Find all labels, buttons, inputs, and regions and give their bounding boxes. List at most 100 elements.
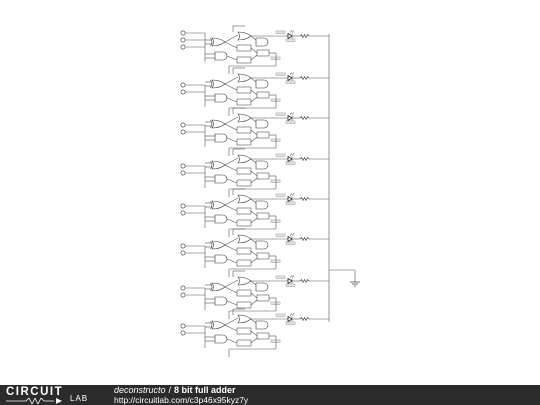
carry-block	[236, 259, 252, 267]
led	[287, 155, 293, 163]
input-pin	[180, 292, 186, 298]
wire	[250, 136, 258, 143]
carry-block	[236, 56, 252, 64]
logo-circuit-text: CIRCUIT	[6, 386, 64, 398]
wire	[250, 198, 257, 204]
resistor	[299, 316, 310, 322]
xor-gate	[211, 320, 226, 330]
wire	[250, 280, 257, 286]
carry-block	[236, 219, 252, 227]
led-rays	[289, 313, 295, 316]
sum-block	[236, 86, 252, 94]
wire	[226, 55, 238, 61]
logo-zigzag-icon	[6, 398, 62, 404]
carry-block	[236, 98, 252, 106]
xor-gate	[211, 37, 226, 47]
and-gate	[214, 51, 228, 61]
and-gate	[214, 93, 228, 103]
and-gate	[214, 296, 228, 306]
input-pin	[180, 243, 186, 249]
led	[287, 315, 293, 323]
led	[287, 32, 293, 40]
wire	[226, 338, 238, 344]
wire	[250, 77, 257, 83]
input-pin	[180, 250, 186, 256]
led-rays	[289, 72, 295, 75]
wire	[250, 257, 258, 264]
wire	[226, 218, 238, 224]
wire	[224, 116, 239, 125]
wire	[250, 117, 257, 123]
wire	[250, 292, 258, 299]
or-gate	[237, 314, 252, 324]
cout-block	[256, 212, 270, 220]
author-link[interactable]: deconstructo	[114, 385, 166, 395]
sum-block	[236, 327, 252, 335]
led-rays	[289, 275, 295, 278]
wire	[226, 178, 238, 184]
wire	[250, 170, 258, 177]
and-gate	[255, 282, 269, 292]
circuitlab-logo[interactable]: CIRCUIT LAB	[6, 385, 106, 405]
wire	[224, 123, 238, 131]
wire	[224, 164, 238, 172]
led-rays	[289, 193, 295, 196]
wire	[250, 89, 258, 96]
wire	[226, 300, 238, 306]
resistor	[299, 75, 310, 81]
wire	[226, 258, 238, 264]
circuit-url[interactable]: http://circuitlab.com/c3p46x95kyz7y	[114, 395, 249, 405]
and-gate	[214, 133, 228, 143]
and-gate	[255, 160, 269, 170]
xor-gate-arc	[210, 160, 213, 170]
input-pin	[180, 44, 186, 50]
xor-gate-arc	[210, 282, 213, 292]
wire	[250, 47, 258, 54]
input-pin	[180, 170, 186, 176]
wire	[224, 41, 238, 49]
and-gate	[255, 37, 269, 47]
or-gate	[237, 113, 252, 123]
carry-block	[236, 301, 252, 309]
input-pin	[180, 285, 186, 291]
or-gate	[237, 194, 252, 204]
wire	[226, 97, 238, 103]
and-gate	[255, 119, 269, 129]
logo-lab-text: LAB	[70, 394, 89, 403]
sum-block	[236, 44, 252, 52]
input-pin	[180, 30, 186, 36]
input-pin	[180, 129, 186, 135]
wire	[250, 250, 258, 257]
resistor	[299, 33, 310, 39]
wire	[250, 54, 258, 61]
wire	[250, 217, 258, 224]
xor-gate-arc	[210, 240, 213, 250]
sum-block	[236, 247, 252, 255]
wire	[224, 237, 239, 246]
input-pin	[180, 210, 186, 216]
and-gate	[214, 214, 228, 224]
wire	[250, 158, 257, 164]
led-rays	[289, 233, 295, 236]
wire	[224, 317, 239, 326]
carry-block	[236, 179, 252, 187]
cout-block	[256, 131, 270, 139]
input-pin	[180, 163, 186, 169]
wire	[224, 157, 239, 166]
circuit-title: 8 bit full adder	[174, 385, 236, 395]
led	[287, 114, 293, 122]
sum-block	[236, 167, 252, 175]
carry-block	[236, 138, 252, 146]
wire	[226, 137, 238, 143]
wire	[224, 34, 239, 43]
wire	[224, 324, 238, 332]
and-gate	[255, 200, 269, 210]
or-gate	[237, 73, 252, 83]
xor-gate-arc	[210, 79, 213, 89]
wire	[250, 330, 258, 337]
wire	[250, 129, 258, 136]
resistor	[299, 115, 310, 121]
led	[287, 74, 293, 82]
cout-block	[256, 294, 270, 302]
wire	[250, 35, 257, 41]
